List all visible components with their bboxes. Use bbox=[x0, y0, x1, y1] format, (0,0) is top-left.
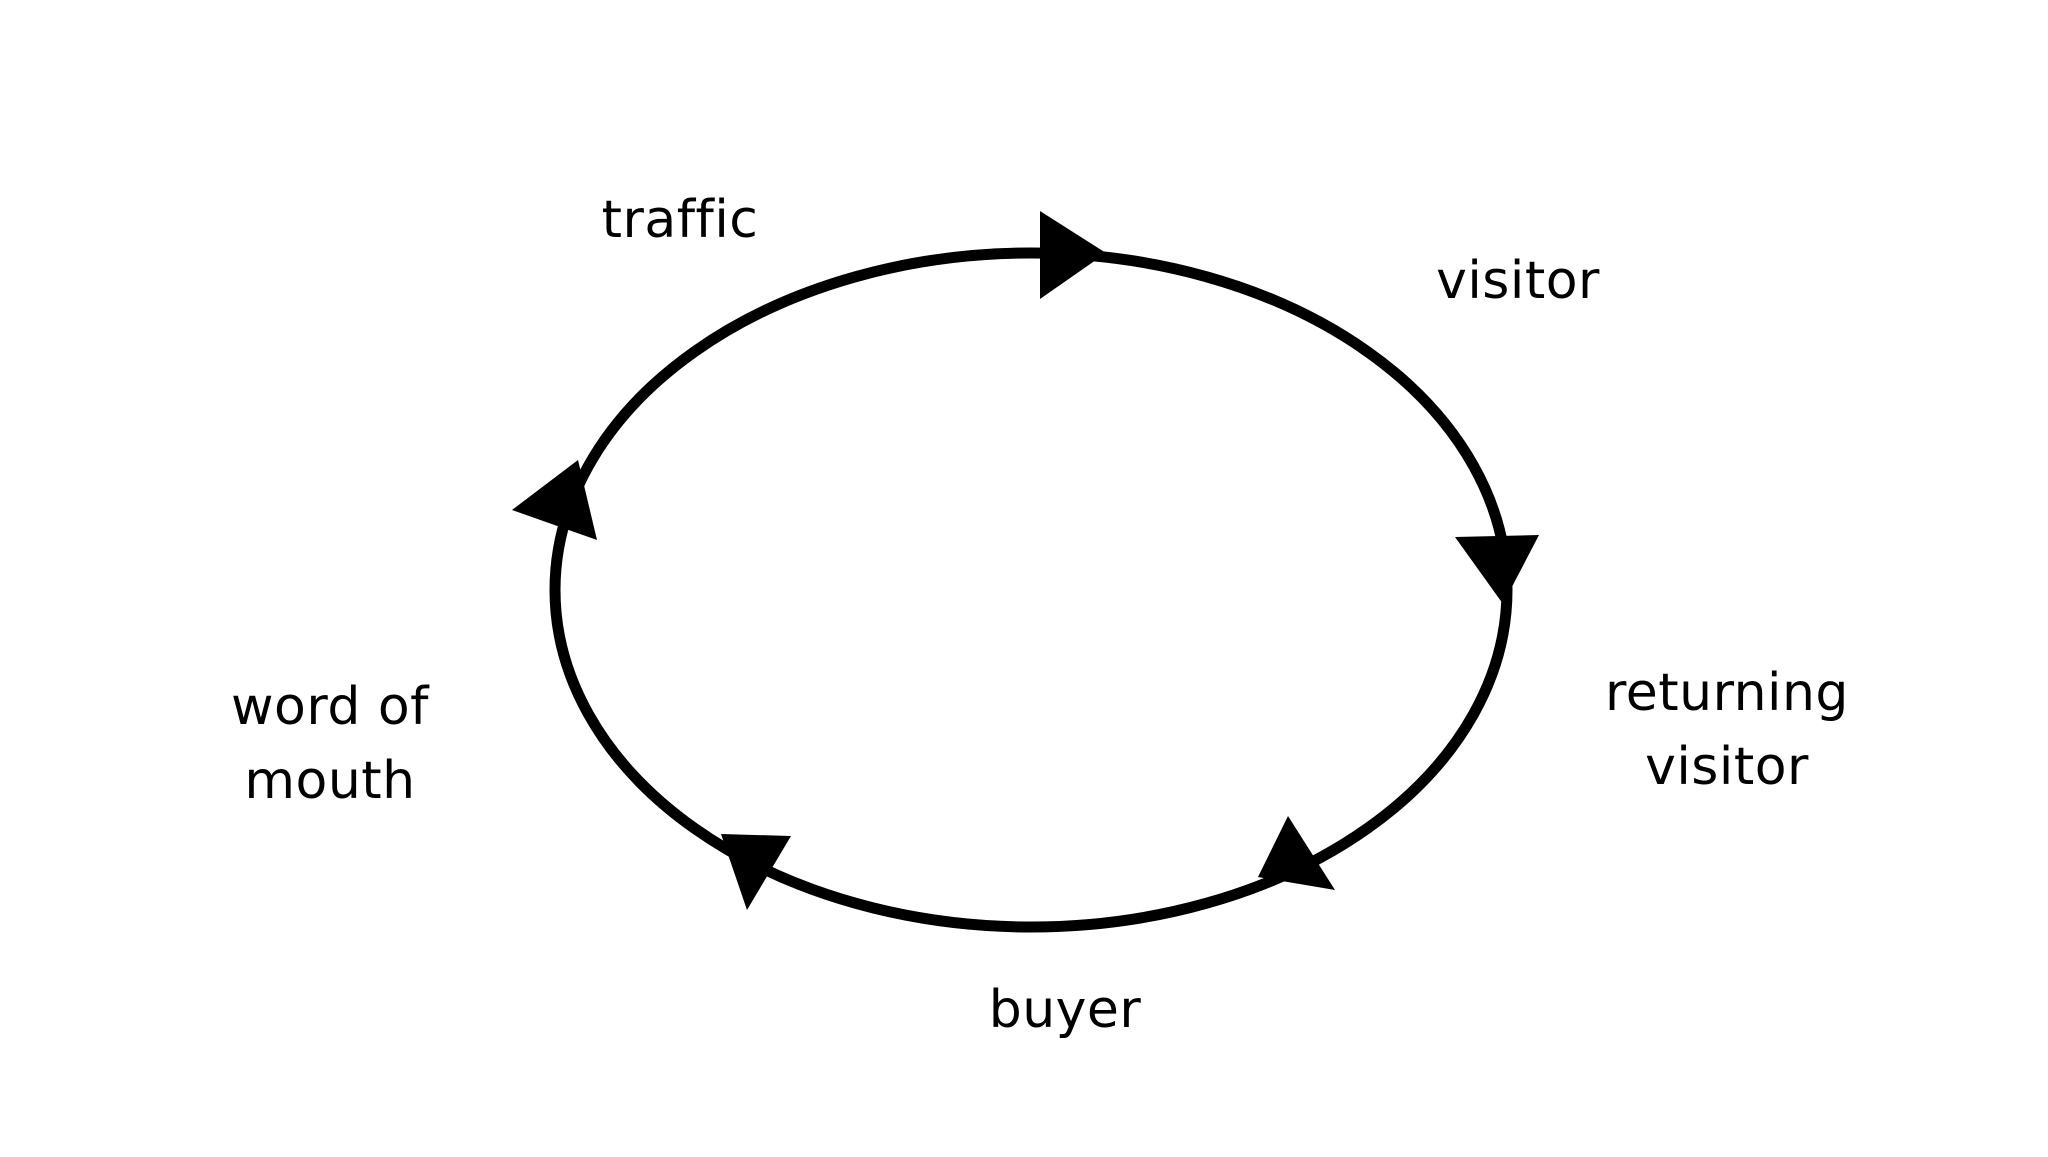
arrowhead-returning-visitor-to-buyer bbox=[1258, 816, 1335, 890]
stage-label-traffic: traffic bbox=[600, 183, 760, 257]
arrowhead-visitor-to-returning-visitor bbox=[1455, 535, 1539, 604]
stage-label-buyer: buyer bbox=[980, 973, 1150, 1047]
stage-label-returning-visitor: returning visitor bbox=[1592, 656, 1862, 804]
arrowhead-traffic-to-visitor bbox=[1040, 211, 1106, 299]
stage-label-line: buyer bbox=[988, 980, 1142, 1040]
stage-label-visitor: visitor bbox=[1418, 244, 1618, 318]
stage-label-line: returning bbox=[1605, 663, 1849, 723]
cycle-ring bbox=[549, 247, 1513, 933]
stage-label-line: word of bbox=[231, 677, 429, 737]
arrowhead-buyer-to-word-of-mouth bbox=[721, 834, 791, 910]
stage-label-line: visitor bbox=[1645, 737, 1809, 797]
arrowhead-word-of-mouth-to-traffic bbox=[512, 460, 597, 540]
stage-label-line: traffic bbox=[601, 190, 759, 250]
stage-label-line: mouth bbox=[244, 751, 416, 811]
stage-label-word-of-mouth: word of mouth bbox=[210, 670, 450, 818]
stage-label-line: visitor bbox=[1436, 251, 1600, 311]
